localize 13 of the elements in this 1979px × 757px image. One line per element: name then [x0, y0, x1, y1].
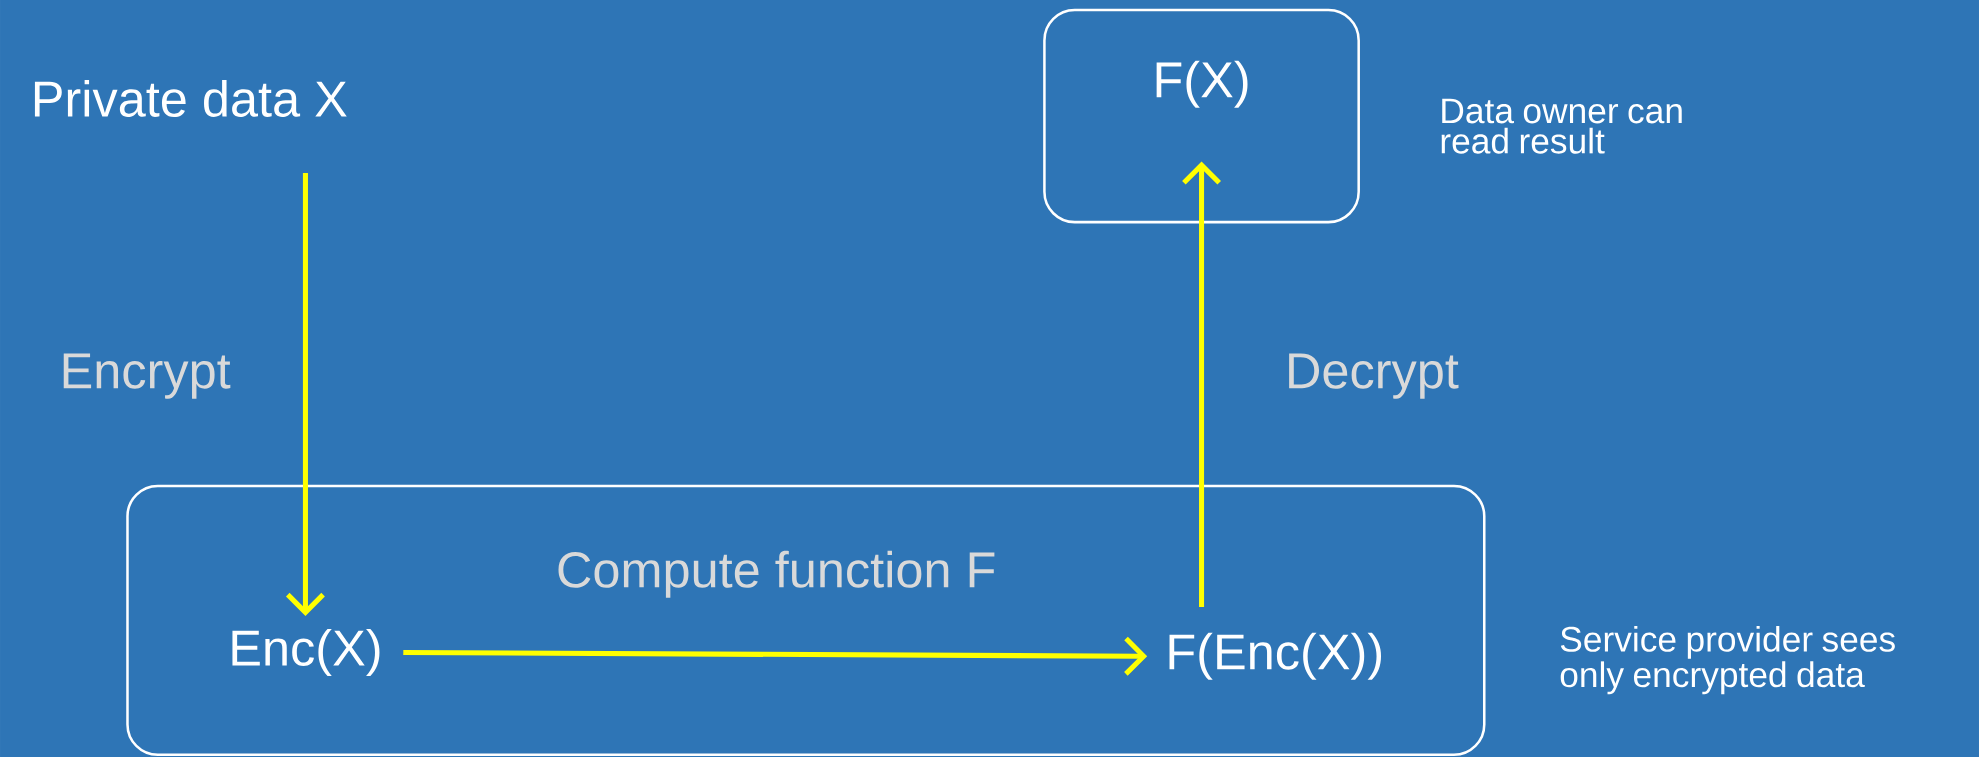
container-box: [126, 484, 1486, 756]
edge-label: Encrypt: [63, 353, 231, 399]
arrow: [1182, 161, 1221, 607]
result-box: F(X): [1043, 8, 1360, 224]
text-label: Private data X: [34, 79, 347, 117]
edge-label: Compute function F: [558, 550, 995, 598]
arrow: [403, 636, 1148, 676]
side-note: Data owner can read result: [1441, 98, 1682, 154]
side-note: Service provider sees only encrypted data: [1560, 625, 1895, 695]
edge-label: Decrypt: [1289, 353, 1459, 399]
arrow: [286, 172, 325, 616]
text-label: Enc(X): [232, 628, 380, 676]
text-label: F(Enc(X)): [1169, 632, 1381, 680]
